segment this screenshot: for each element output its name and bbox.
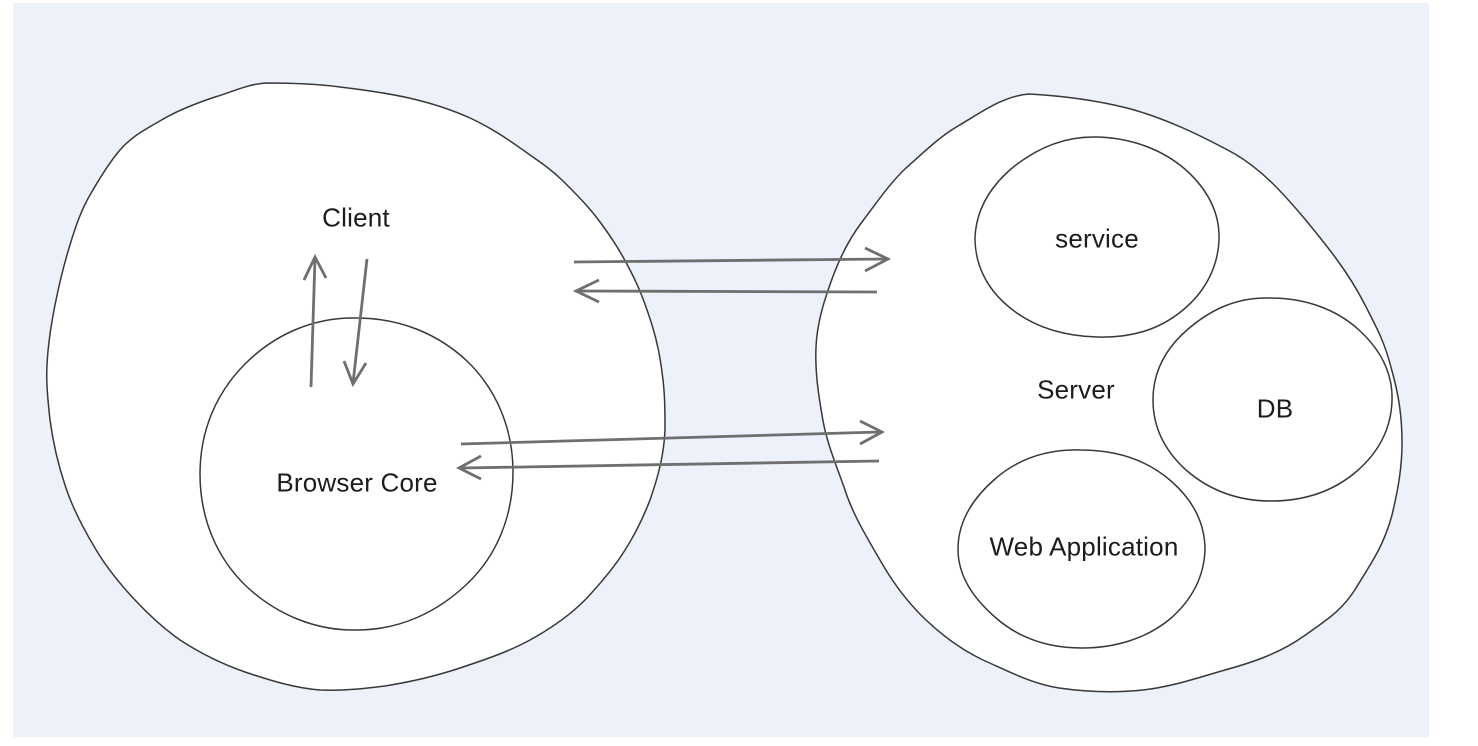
server-label: Server	[1037, 374, 1115, 405]
client-label: Client	[322, 202, 390, 233]
service-label: service	[1055, 223, 1139, 254]
web-application-label: Web Application	[989, 531, 1179, 562]
browser-core-to-client-arrow	[302, 253, 328, 388]
client-to-browser-core-arrow	[342, 258, 369, 388]
browser-core-to-server-arrow	[460, 419, 886, 446]
db-label: DB	[1256, 393, 1294, 424]
browser-core-label: Browser Core	[276, 467, 438, 498]
client-to-server-arrow	[573, 246, 892, 273]
db-circle	[1152, 297, 1393, 502]
server-to-browser-core-arrow	[455, 454, 880, 481]
service-circle	[974, 136, 1220, 338]
web-application-circle	[957, 449, 1206, 649]
server-to-client-arrow	[572, 278, 878, 304]
browser-core-circle	[199, 317, 514, 631]
